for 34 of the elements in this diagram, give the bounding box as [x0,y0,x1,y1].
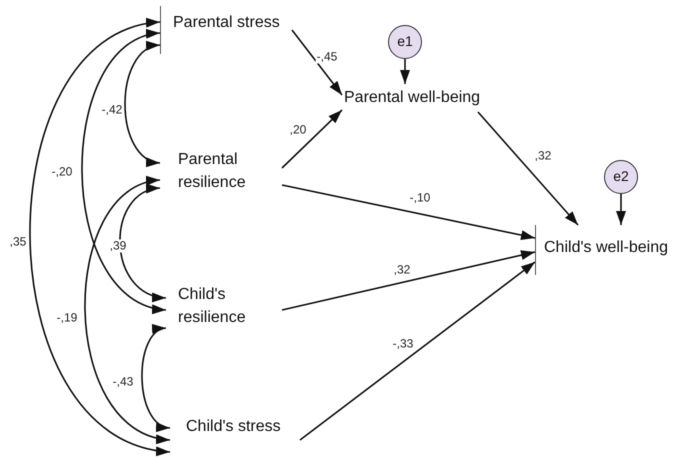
edge-label: -,43 [112,376,134,388]
path-arrow [477,111,579,226]
edge-label: -,33 [392,338,414,350]
edge-label: -,20 [50,166,74,178]
edge-label: ,32 [534,150,552,162]
variable-label: Parental stress [160,6,292,54]
edge-label: -,45 [316,50,338,64]
correlation-arrow [119,186,166,300]
variable-label: Parental resilience [160,146,282,200]
path-arrow [282,184,536,240]
path-arrow [300,261,536,441]
path-arrow [291,30,343,96]
correlation-arrow [81,32,166,312]
variable-label: Child's stress [170,414,300,454]
variable-label: Parental well-being [342,84,518,112]
correlation-arrow [124,44,160,164]
correlation-arrow [84,178,170,442]
path-arrow [282,250,536,311]
edge-label: -,19 [56,312,78,324]
correlation-arrow [29,20,170,454]
edge-label: -,10 [408,192,432,204]
variable-label: Child's resilience [166,280,282,332]
edge-label: ,32 [392,264,412,276]
edge-label: ,35 [8,236,28,248]
path-arrow [281,109,343,169]
error-term-circle: e1 [388,25,422,59]
variable-label: Child's well-being [535,225,690,275]
path-arrow [616,194,626,225]
edge-label: ,39 [108,240,128,252]
correlation-arrow [141,327,170,430]
path-arrow [400,59,410,84]
edge-label: -,42 [100,104,124,116]
edge-label: ,20 [288,124,308,136]
error-term-circle: e2 [604,160,638,194]
